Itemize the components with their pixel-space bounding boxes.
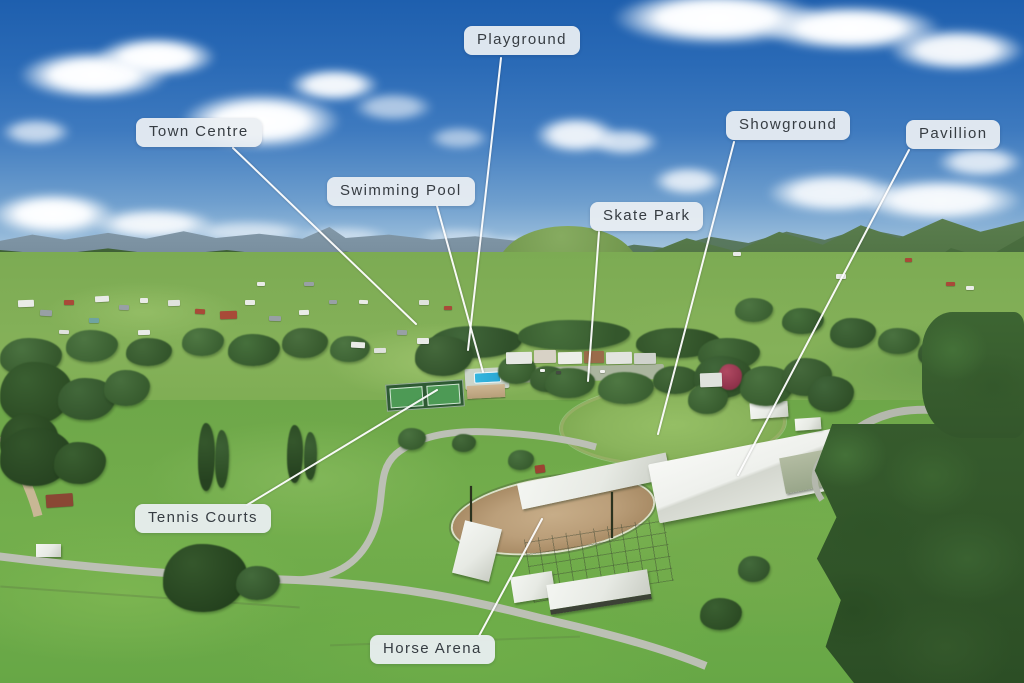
cloud <box>888 28 1024 72</box>
forest <box>814 424 1024 683</box>
building-roof <box>64 300 74 305</box>
cloud <box>95 36 217 78</box>
tree <box>163 544 247 612</box>
road-showground-loop <box>295 428 597 584</box>
tree <box>282 328 328 358</box>
building-roof <box>540 369 545 372</box>
label-skate-park: Skate Park <box>590 202 704 231</box>
building-roof <box>257 282 265 286</box>
building-roof <box>417 338 429 344</box>
cloud <box>0 118 72 146</box>
tree <box>66 330 118 362</box>
label-swimming-pool: Swimming Pool <box>327 177 475 206</box>
forest <box>922 312 1024 438</box>
tree <box>452 434 476 452</box>
tree <box>830 318 876 348</box>
tree <box>598 372 654 404</box>
building-roof <box>836 274 846 279</box>
label-playground: Playground <box>464 26 580 55</box>
tree <box>330 336 370 362</box>
building-roof <box>966 286 974 290</box>
tree <box>215 430 229 488</box>
tree <box>808 376 854 412</box>
tree <box>545 368 595 398</box>
cloud <box>936 146 1024 178</box>
building-roof <box>140 298 148 303</box>
clouds <box>0 0 1024 290</box>
cloud <box>652 166 724 196</box>
road-foreground <box>0 552 708 670</box>
tree <box>688 384 728 414</box>
label-tennis-courts: Tennis Courts <box>135 504 271 533</box>
building-roof <box>600 370 605 373</box>
label-town-centre: Town Centre <box>136 118 262 147</box>
tree <box>878 328 920 354</box>
annotation-line-horse-arena <box>478 518 543 637</box>
tree <box>518 320 630 350</box>
tree <box>287 425 303 483</box>
tree <box>508 450 534 470</box>
building-roof <box>245 300 255 305</box>
annotation-line-town-centre <box>232 147 417 325</box>
tree <box>735 298 773 322</box>
label-showground: Showground <box>726 111 851 140</box>
annotation-line-swimming-pool <box>436 205 484 373</box>
tree <box>182 328 224 356</box>
label-pavillion: Pavillion <box>906 120 1001 149</box>
tree <box>104 370 150 406</box>
floodlight-pole <box>470 486 472 534</box>
annotation-line-pavillion <box>737 149 910 476</box>
building-roof <box>556 371 561 374</box>
cloud <box>856 178 1024 222</box>
cloud <box>588 128 660 156</box>
annotation-line-tennis-courts <box>246 389 438 506</box>
tree <box>54 442 106 484</box>
building-roof <box>419 300 429 305</box>
tree <box>782 308 824 334</box>
tree <box>126 338 172 366</box>
tree <box>228 334 280 366</box>
annotation-line-playground <box>467 57 502 351</box>
building-roof <box>905 258 912 262</box>
cloud <box>352 92 434 122</box>
cloud <box>428 126 490 150</box>
label-horse-arena: Horse Arena <box>370 635 495 664</box>
tree <box>236 566 280 600</box>
tree <box>738 556 770 582</box>
tree <box>700 598 742 630</box>
picnic-shelter <box>36 544 61 557</box>
floodlight-pole <box>611 492 613 538</box>
building-roof <box>733 252 741 256</box>
tree <box>198 423 215 491</box>
building-roof <box>89 318 99 323</box>
annotation-line-showground <box>657 141 735 435</box>
building-roof <box>329 300 337 304</box>
building-roof <box>304 282 314 286</box>
building-roof <box>444 306 452 310</box>
annotation-line-skate-park <box>587 231 600 382</box>
tree <box>398 428 426 450</box>
building-roof <box>946 282 955 286</box>
